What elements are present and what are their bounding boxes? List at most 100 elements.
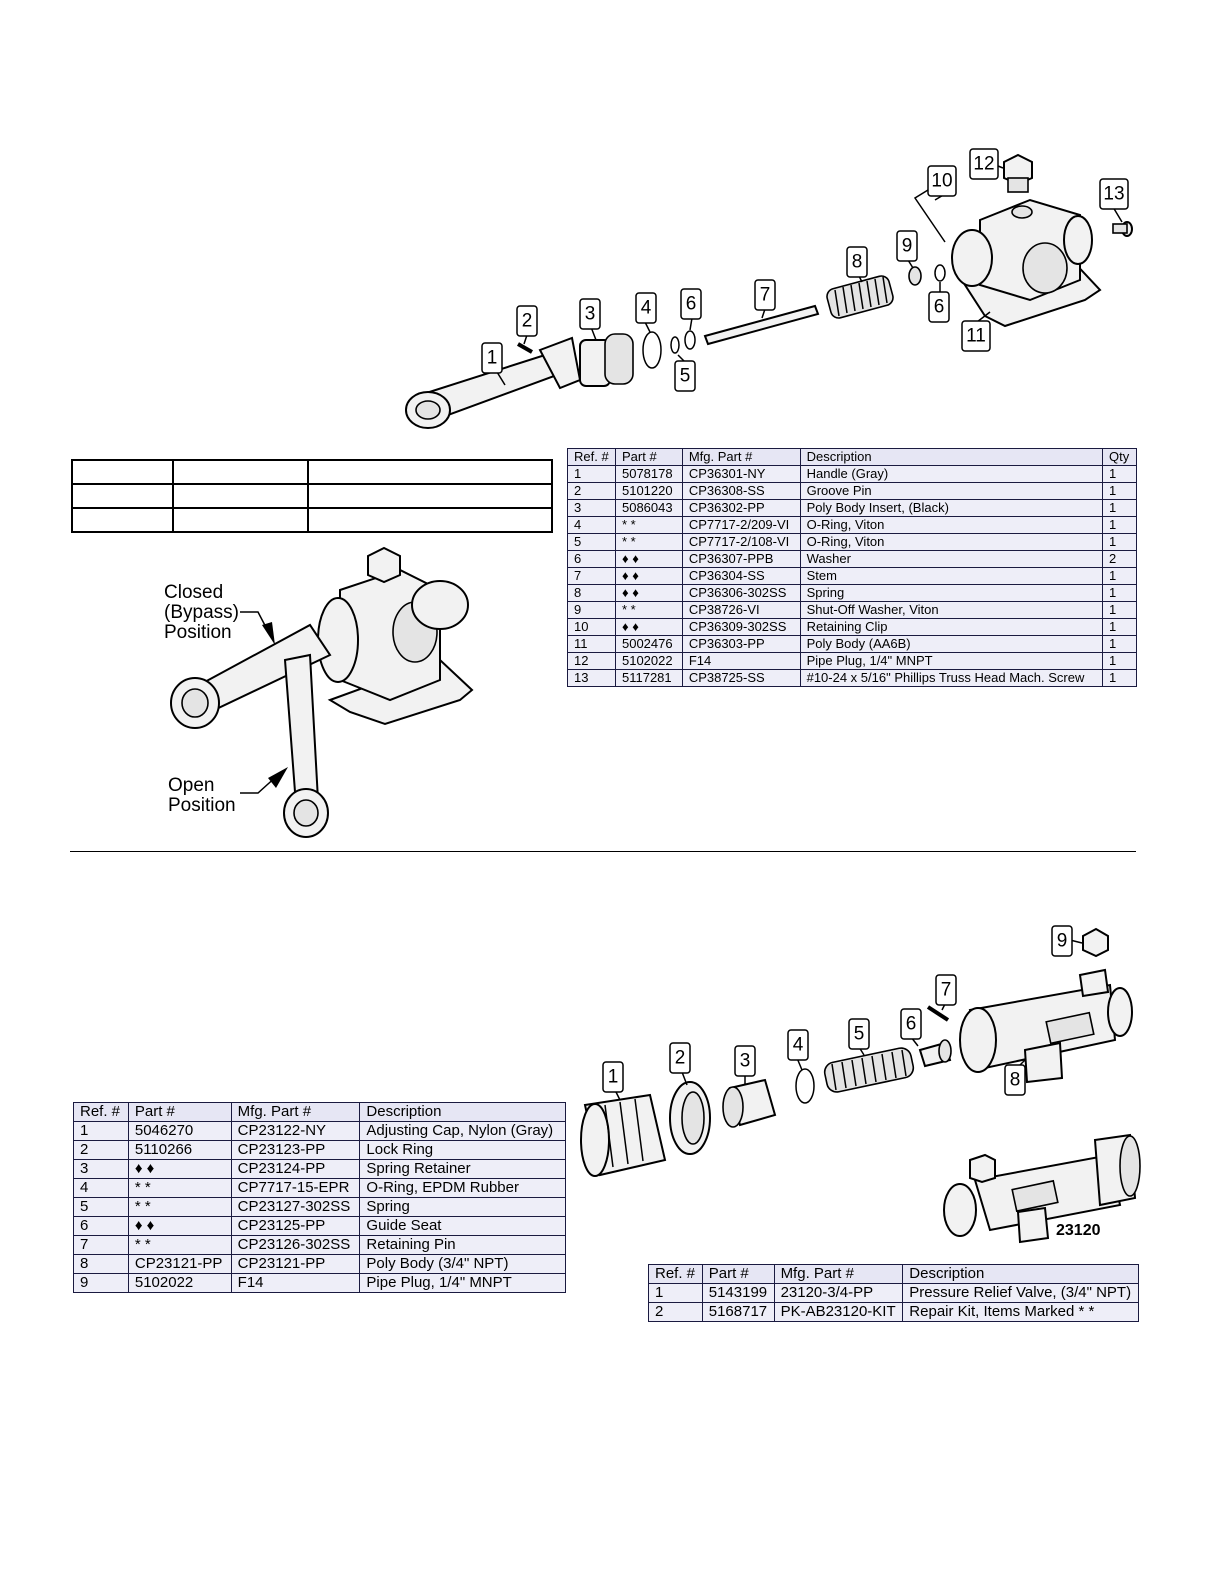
column-header: Part # bbox=[127, 1102, 232, 1122]
table-cell: 1 bbox=[1102, 533, 1137, 551]
table-cell: CP23126-302SS bbox=[230, 1235, 361, 1255]
table-cell: CP23121-PP bbox=[230, 1254, 361, 1274]
table-cell: 1 bbox=[648, 1283, 703, 1303]
callout-5: 5 bbox=[674, 360, 696, 392]
table-cell: CP36303-PP bbox=[681, 635, 801, 653]
table-cell: 7 bbox=[73, 1235, 129, 1255]
callout-b9: 9 bbox=[1051, 925, 1073, 957]
table-cell: CP7717-15-EPR bbox=[230, 1178, 361, 1198]
callout-b4: 4 bbox=[787, 1029, 809, 1061]
table-cell: O-Ring, EPDM Rubber bbox=[359, 1178, 566, 1198]
valve-body-drawing bbox=[317, 546, 474, 726]
table-cell: 5102022 bbox=[127, 1273, 232, 1293]
table-cell: * * bbox=[614, 516, 683, 534]
table-cell: Shut-Off Washer, Viton bbox=[799, 601, 1104, 619]
callout-8: 8 bbox=[846, 246, 868, 278]
table-cell: Spring bbox=[359, 1197, 566, 1217]
callout-b7: 7 bbox=[935, 974, 957, 1006]
table-cell: 5086043 bbox=[614, 499, 683, 517]
callout-4: 4 bbox=[635, 292, 657, 324]
table-cell: CP7717-2/209-VI bbox=[681, 516, 801, 534]
column-header: Mfg. Part # bbox=[230, 1102, 361, 1122]
svg-text:9: 9 bbox=[902, 236, 913, 257]
svg-text:5: 5 bbox=[854, 1024, 865, 1045]
column-header: Description bbox=[359, 1102, 566, 1122]
svg-text:2: 2 bbox=[522, 311, 533, 332]
blank-row bbox=[71, 459, 553, 485]
callout-3: 3 bbox=[579, 298, 601, 330]
callout-b3: 3 bbox=[734, 1045, 756, 1077]
table-cell: Poly Body Insert, (Black) bbox=[799, 499, 1104, 517]
svg-text:7: 7 bbox=[941, 980, 952, 1001]
closed-position-label: Closed (Bypass) Position bbox=[164, 582, 239, 643]
svg-text:5: 5 bbox=[680, 366, 691, 387]
svg-text:6: 6 bbox=[686, 294, 697, 315]
table-cell: CP36307-PPB bbox=[681, 550, 801, 568]
closed-handle-drawing bbox=[170, 623, 332, 729]
table-cell: 9 bbox=[73, 1273, 129, 1293]
insert-part-drawing bbox=[579, 333, 634, 387]
callout-10: 10 bbox=[927, 165, 957, 197]
table-cell: Repair Kit, Items Marked * * bbox=[902, 1302, 1139, 1322]
bottom-pipe-plug-drawing bbox=[1082, 927, 1109, 958]
callout-9: 9 bbox=[896, 230, 918, 262]
washer-2-drawing bbox=[934, 264, 946, 282]
column-header: Mfg. Part # bbox=[773, 1264, 904, 1284]
callout-2: 2 bbox=[516, 305, 538, 337]
table-cell: 23120-3/4-PP bbox=[773, 1283, 904, 1303]
table-cell: CP23121-PP bbox=[127, 1254, 232, 1274]
svg-text:11: 11 bbox=[966, 326, 986, 347]
table-cell: 5168717 bbox=[701, 1302, 775, 1322]
column-header: Ref. # bbox=[567, 448, 616, 466]
open-handle-drawing bbox=[283, 653, 329, 838]
table-cell: F14 bbox=[230, 1273, 361, 1293]
table-cell: ♦ ♦ bbox=[614, 584, 683, 602]
table-cell: ♦ ♦ bbox=[127, 1216, 232, 1236]
spring-retainer-drawing bbox=[722, 1078, 777, 1128]
callout-b2: 2 bbox=[669, 1042, 691, 1074]
table-cell: CP36302-PP bbox=[681, 499, 801, 517]
pipe-plug-drawing bbox=[1003, 153, 1033, 193]
callout-11: 11 bbox=[961, 320, 991, 352]
column-header: Part # bbox=[701, 1264, 775, 1284]
table-cell: * * bbox=[127, 1178, 232, 1198]
column-header: Description bbox=[799, 448, 1104, 466]
table-cell: * * bbox=[614, 601, 683, 619]
table-cell: CP38725-SS bbox=[681, 669, 801, 687]
table-cell: ♦ ♦ bbox=[127, 1159, 232, 1179]
table-cell: Spring Retainer bbox=[359, 1159, 566, 1179]
svg-text:7: 7 bbox=[760, 285, 771, 306]
svg-text:1: 1 bbox=[608, 1067, 619, 1088]
table-header-row: Ref. #Part #Mfg. Part #Description bbox=[73, 1102, 566, 1122]
bottom-spring-drawing bbox=[823, 1047, 915, 1093]
table-cell: Pressure Relief Valve, (3/4" NPT) bbox=[902, 1283, 1139, 1303]
table-cell: * * bbox=[614, 533, 683, 551]
table-cell: 5046270 bbox=[127, 1121, 232, 1141]
table-cell: 5 bbox=[73, 1197, 129, 1217]
retaining-pin-drawing bbox=[926, 1005, 950, 1022]
table-cell: 1 bbox=[73, 1121, 129, 1141]
callout-b5: 5 bbox=[848, 1018, 870, 1050]
svg-text:3: 3 bbox=[740, 1051, 751, 1072]
svg-text:4: 4 bbox=[793, 1035, 804, 1056]
washer-drawing bbox=[684, 330, 696, 350]
blank-row bbox=[71, 483, 553, 509]
